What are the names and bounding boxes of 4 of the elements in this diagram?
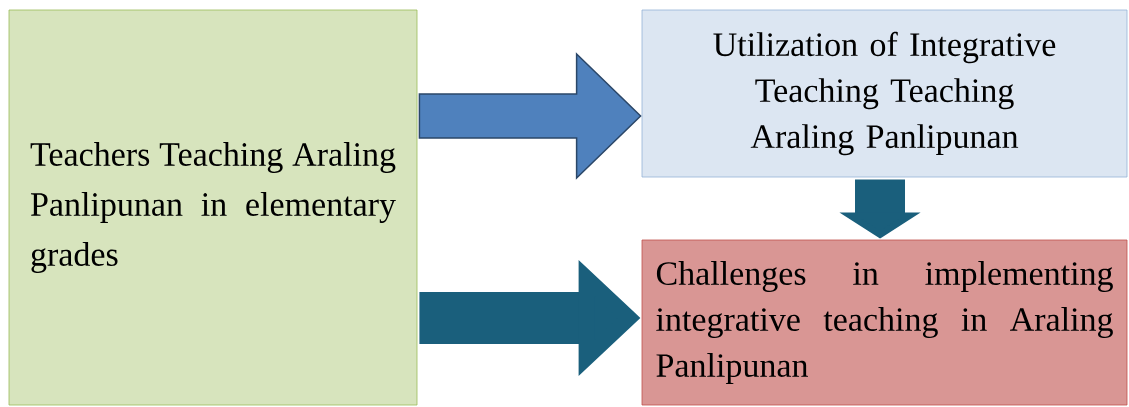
text-box: Teachers Teaching Araling Panlipunan in elementary grades [8, 9, 418, 406]
text-box: Challenges in implementing integrative teaching in Araling Panlipunan [641, 239, 1128, 406]
block-arrow [418, 52, 642, 180]
text-box: Utilization of Integrative Teaching Teaching Araling Panlipunan [641, 9, 1128, 178]
